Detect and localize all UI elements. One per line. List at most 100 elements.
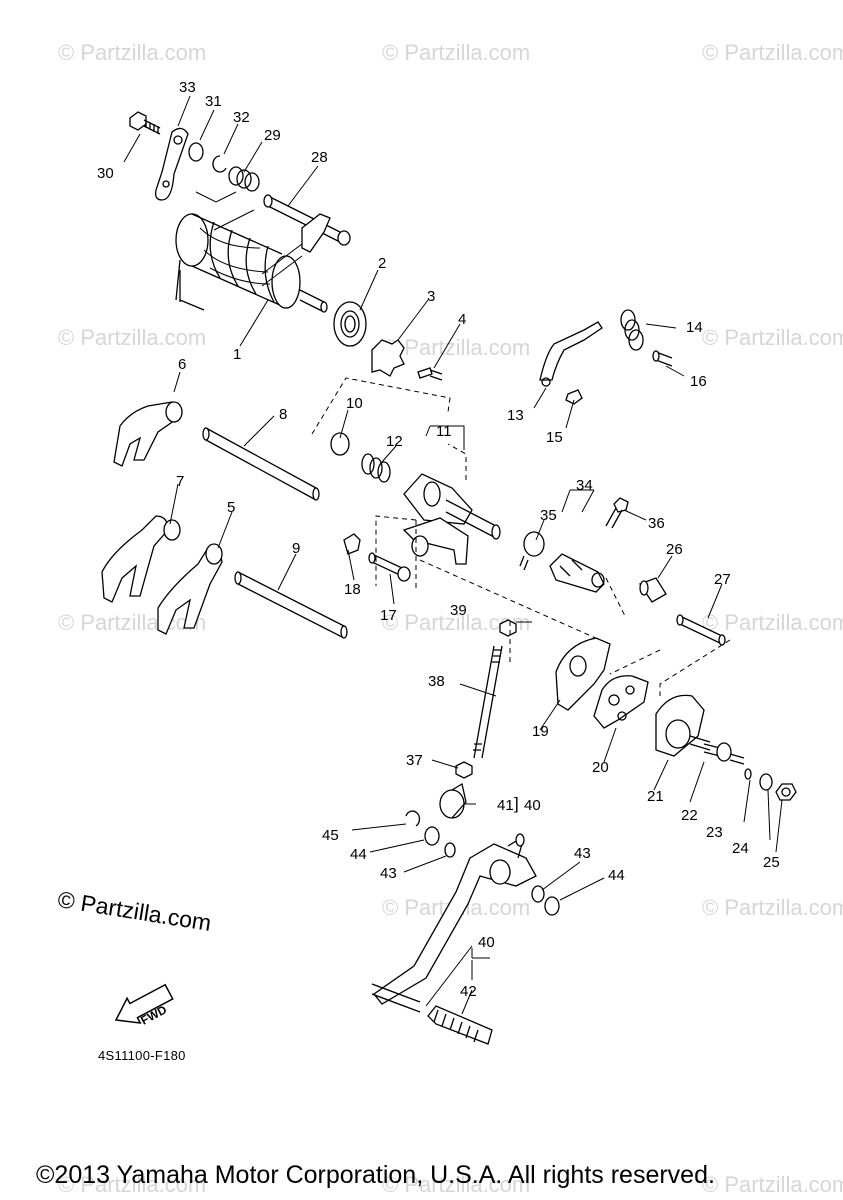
callout-28: 28 bbox=[311, 149, 328, 166]
dashed-frames bbox=[311, 377, 731, 696]
nut-39-drawing bbox=[499, 619, 517, 637]
clip-32-drawing bbox=[212, 155, 227, 173]
rod-38-drawing bbox=[473, 645, 503, 759]
spring-14-drawing bbox=[620, 309, 644, 351]
copyright-notice: ©2013 Yamaha Motor Corporation, U.S.A. A… bbox=[36, 1161, 715, 1189]
watermark: © Partzilla.com bbox=[58, 610, 207, 635]
bolt-17-drawing bbox=[368, 552, 411, 582]
callout-16: 16 bbox=[690, 373, 707, 390]
shaft-9-drawing bbox=[234, 571, 348, 639]
washer-43-left-drawing bbox=[444, 842, 456, 858]
segment-3-drawing bbox=[371, 339, 405, 377]
washer-10-drawing bbox=[330, 432, 350, 456]
shift-pedal-40-drawing bbox=[371, 833, 537, 1013]
joint-35-drawing bbox=[519, 531, 545, 571]
callout-41-bracket: ] bbox=[514, 794, 519, 813]
watermark: © Partzilla.com bbox=[702, 325, 843, 350]
bolt-30-drawing bbox=[129, 111, 161, 135]
callout-31: 31 bbox=[205, 93, 222, 110]
bolt-36-drawing bbox=[605, 497, 629, 529]
pedal-rubber-42-drawing bbox=[427, 1005, 493, 1045]
callout-4: 4 bbox=[458, 311, 467, 328]
callout-42: 42 bbox=[460, 983, 477, 1000]
screw-4-drawing bbox=[417, 367, 443, 381]
shaft-8-drawing bbox=[202, 427, 320, 501]
callout-8: 8 bbox=[279, 406, 288, 423]
lever-34-drawing bbox=[549, 553, 605, 593]
pin-27-drawing bbox=[676, 614, 726, 646]
callout-41: 41 bbox=[497, 797, 514, 814]
callout-7: 7 bbox=[176, 473, 185, 490]
callout-40-pedal: 40 bbox=[478, 934, 495, 951]
collar-26-drawing bbox=[639, 577, 667, 603]
callout-2: 2 bbox=[378, 255, 387, 272]
callout-40-bracket: 40 bbox=[524, 797, 541, 814]
fork-5-drawing bbox=[157, 543, 223, 635]
nut-37-drawing bbox=[455, 761, 473, 779]
callout-11: 11 bbox=[436, 423, 452, 440]
watermark: © Partzilla.com bbox=[702, 610, 843, 635]
callout-14: 14 bbox=[686, 319, 703, 336]
callout-43-right: 43 bbox=[574, 845, 591, 862]
joint-41-drawing bbox=[439, 782, 467, 819]
callout-12: 12 bbox=[386, 433, 403, 450]
callout-37: 37 bbox=[406, 752, 423, 769]
callout-44-left: 44 bbox=[350, 846, 367, 863]
washer-44-right-drawing bbox=[544, 896, 560, 916]
callout-17: 17 bbox=[380, 607, 397, 624]
clip-45-drawing bbox=[405, 810, 421, 827]
drawing-code: 4S11100-F180 bbox=[98, 1048, 186, 1063]
fork-7-drawing bbox=[101, 515, 181, 603]
callout-18: 18 bbox=[344, 581, 361, 598]
watermark: © Partzilla.com bbox=[58, 40, 207, 65]
clip-18-drawing bbox=[343, 533, 361, 555]
callout-21: 21 bbox=[647, 788, 664, 805]
spring-12-drawing bbox=[361, 453, 391, 483]
plate-33-drawing bbox=[154, 127, 189, 201]
callout-20: 20 bbox=[592, 759, 609, 776]
watermark: © Partzilla.com bbox=[382, 40, 531, 65]
callout-29: 29 bbox=[264, 127, 281, 144]
callout-45: 45 bbox=[322, 827, 339, 844]
callout-22: 22 bbox=[681, 807, 698, 824]
callout-32: 32 bbox=[233, 109, 250, 126]
cam-21-drawing bbox=[655, 694, 711, 757]
bracket-lines bbox=[425, 425, 595, 959]
callout-5: 5 bbox=[227, 499, 236, 516]
callout-23: 23 bbox=[706, 824, 723, 841]
washer-43-right-drawing bbox=[531, 885, 545, 903]
shift-drum-1-drawing bbox=[175, 213, 328, 313]
callout-6: 6 bbox=[178, 356, 187, 373]
callout-33: 33 bbox=[179, 79, 196, 96]
callout-24: 24 bbox=[732, 840, 749, 857]
callout-36: 36 bbox=[648, 515, 665, 532]
callout-19: 19 bbox=[532, 723, 549, 740]
callout-15: 15 bbox=[546, 429, 563, 446]
spring-29-drawing bbox=[228, 166, 260, 192]
callout-30: 30 bbox=[97, 165, 114, 182]
washer-44-left-drawing bbox=[424, 826, 440, 846]
watermark: © Partzilla.com bbox=[58, 1172, 207, 1197]
callout-44-right: 44 bbox=[608, 867, 625, 884]
callout-34: 34 bbox=[576, 477, 593, 494]
washer-24-drawing bbox=[759, 773, 773, 791]
callout-10: 10 bbox=[346, 395, 363, 412]
callout-35: 35 bbox=[540, 507, 557, 524]
callout-26: 26 bbox=[666, 541, 683, 558]
leader-lines bbox=[123, 95, 783, 1015]
callout-1: 1 bbox=[233, 346, 242, 363]
callout-39: 39 bbox=[450, 602, 467, 619]
washer-31-drawing bbox=[188, 142, 204, 162]
bolt-15-drawing bbox=[565, 389, 583, 405]
watermark: © Partzilla.com bbox=[382, 1172, 531, 1197]
callout-9: 9 bbox=[292, 540, 301, 557]
watermark: © Partzilla.com bbox=[702, 895, 843, 920]
callout-25: 25 bbox=[763, 854, 780, 871]
callout-43-left: 43 bbox=[380, 865, 397, 882]
plate-20-drawing bbox=[593, 675, 649, 729]
watermark: © Partzilla.com bbox=[702, 40, 843, 65]
bearing-2-drawing bbox=[333, 301, 367, 347]
watermark: © Partzilla.com bbox=[58, 325, 207, 350]
